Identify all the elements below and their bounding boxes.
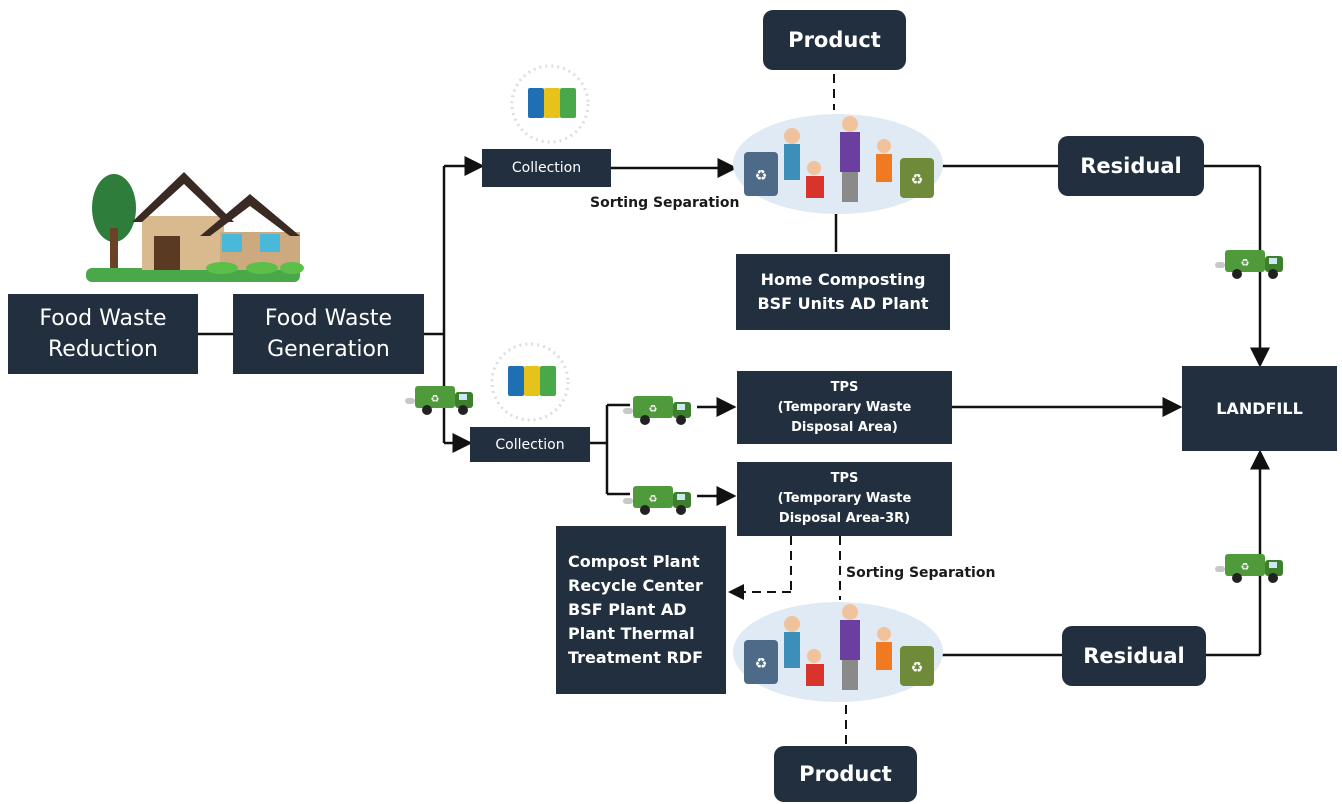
svg-text:♻: ♻ [649,494,658,505]
home-composting-label: Home Composting BSF Units AD Plant [757,270,929,313]
food-waste-reduction-box: Food Waste Reduction [8,294,198,374]
people-sorting-icon: ♻♻ [732,600,944,708]
food-waste-generation-label: Food Waste Generation [264,306,393,362]
tps1-line3: Disposal Area) [791,419,898,435]
svg-text:♻: ♻ [911,172,924,188]
residual-bottom-box: Residual [1062,626,1206,686]
product-top-box: Product [763,10,906,70]
truck-icon: ♻ [623,480,698,522]
truck-icon: ♻ [1215,548,1290,590]
svg-text:♻: ♻ [755,168,768,184]
house-icon [82,168,308,292]
tps1-line2: (Temporary Waste [777,399,912,415]
recycle-bins-icon [480,342,580,426]
product-bottom-box: Product [774,746,917,802]
food-waste-reduction-label: Food Waste Reduction [39,306,167,362]
truck-icon: ♻ [405,380,480,422]
product-top-label: Product [788,28,881,52]
svg-text:♻: ♻ [431,394,440,405]
treatment-list-box: Compost Plant Recycle Center BSF Plant A… [556,526,726,694]
svg-text:♻: ♻ [1241,258,1250,269]
svg-text:♻: ♻ [649,404,658,415]
people-sorting-icon: ♻♻ [732,112,944,220]
tps-box-2: TPS (Temporary Waste Disposal Area-3R) [737,462,952,536]
treatment-list-label: Compost Plant Recycle Center BSF Plant A… [568,552,704,667]
svg-text:♻: ♻ [1241,562,1250,573]
residual-top-box: Residual [1058,136,1204,196]
collection-bottom-box: Collection [470,427,590,462]
tps-box-1: TPS (Temporary Waste Disposal Area) [737,371,952,444]
tps2-line1: TPS [830,471,859,486]
collection-top-label: Collection [511,160,582,176]
product-bottom-label: Product [799,762,892,786]
collection-top-box: Collection [482,149,611,187]
sorting-separation-top-label: Sorting Separation [590,195,740,211]
truck-icon: ♻ [1215,244,1290,286]
truck-icon: ♻ [623,390,698,432]
landfill-label: LANDFILL [1216,399,1303,418]
tps1-line1: TPS [830,379,859,395]
residual-top-label: Residual [1080,154,1182,178]
sorting-separation-bottom-label: Sorting Separation [846,565,996,581]
home-composting-box: Home Composting BSF Units AD Plant [736,254,950,330]
tps2-line2: (Temporary Waste [777,491,912,506]
food-waste-generation-box: Food Waste Generation [233,294,424,374]
svg-text:♻: ♻ [911,660,924,676]
landfill-box: LANDFILL [1182,366,1337,451]
tps2-line3: Disposal Area-3R) [778,511,911,526]
residual-bottom-label: Residual [1083,644,1185,668]
svg-text:♻: ♻ [755,656,768,672]
collection-bottom-label: Collection [495,436,565,453]
recycle-bins-icon [500,64,600,148]
